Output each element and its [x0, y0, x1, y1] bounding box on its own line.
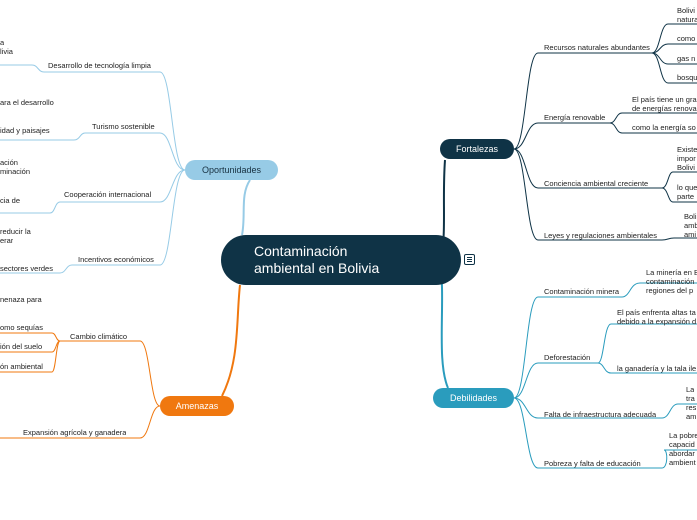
leaf-cambio-3[interactable]: ión del suelo: [0, 342, 43, 351]
subtopic-cooperacion[interactable]: Cooperación internacional: [64, 190, 152, 199]
leaf-pobreza-1c[interactable]: abordar: [669, 449, 695, 458]
central-topic-line-1: Contaminación: [254, 243, 348, 259]
leaf-conciencia-2[interactable]: lo que: [677, 183, 697, 192]
leaf-leyes-1[interactable]: Boli: [684, 212, 697, 221]
leaf-pobreza-1[interactable]: La pobre: [669, 431, 697, 440]
leaf-incentivos-1[interactable]: reducir la: [0, 227, 31, 236]
leaf-energia-1[interactable]: El país tiene un gra: [632, 95, 697, 104]
leaf-incentivos-2[interactable]: sectores verdes: [0, 264, 53, 273]
leaf-recursos-4[interactable]: bosqu: [677, 73, 697, 82]
subtopic-deforestacion[interactable]: Deforestación: [544, 353, 591, 362]
note-icon[interactable]: [464, 254, 475, 265]
leaf-deforestacion-1b[interactable]: debido a la expansión d: [617, 317, 697, 326]
leaf-mineria-1b[interactable]: contaminación: [646, 277, 695, 286]
leaf-energia-2[interactable]: como la energía so: [632, 123, 696, 132]
leaf-mineria-1[interactable]: La minería en B: [646, 268, 697, 277]
leaf-leyes-1c[interactable]: ami: [684, 230, 697, 239]
leaf-conciencia-1c[interactable]: Bolivi: [677, 163, 695, 172]
leaf-cambio-2[interactable]: omo sequías: [0, 323, 43, 332]
subtopic-energia[interactable]: Energía renovable: [544, 113, 606, 122]
subtopic-expansion[interactable]: Expansión agrícola y ganadera: [23, 428, 127, 437]
leaf-pobreza-1d[interactable]: ambient: [669, 458, 696, 467]
leaf-conciencia-1b[interactable]: impor: [677, 154, 696, 163]
subtopic-mineria[interactable]: Contaminación minera: [544, 287, 620, 296]
leaf-turismo-2[interactable]: idad y paisajes: [0, 126, 50, 135]
leaf-cambio-4[interactable]: ón ambiental: [0, 362, 43, 371]
leaf-cooperacion-1b[interactable]: minación: [0, 167, 31, 176]
leaf-tecnologia-1[interactable]: a: [0, 38, 5, 47]
leaf-pobreza-1b[interactable]: capacid: [669, 440, 695, 449]
leaf-conciencia-1[interactable]: Existe: [677, 145, 697, 154]
leaf-recursos-1[interactable]: Bolivi: [677, 6, 695, 15]
subtopic-leyes[interactable]: Leyes y regulaciones ambientales: [544, 231, 657, 240]
leaf-conciencia-2b[interactable]: parte: [677, 192, 695, 201]
leaf-recursos-2[interactable]: como: [677, 34, 696, 43]
leaf-infraestructura-1[interactable]: La: [686, 385, 695, 394]
leaf-infraestructura-1d[interactable]: am: [686, 412, 697, 421]
central-topic-line-2: ambiental en Bolivia: [254, 260, 380, 276]
topic-amenazas[interactable]: Amenazas: [160, 396, 234, 416]
topic-oportunidades[interactable]: Oportunidades: [185, 160, 278, 180]
leaf-recursos-1b[interactable]: natura: [677, 15, 697, 24]
leaf-deforestacion-1[interactable]: El país enfrenta altas ta: [617, 308, 696, 317]
subtopic-conciencia[interactable]: Conciencia ambiental creciente: [544, 179, 649, 188]
leaf-recursos-3[interactable]: gas n: [677, 54, 696, 63]
leaf-incentivos-1b[interactable]: erar: [0, 236, 14, 245]
subtopic-pobreza[interactable]: Pobreza y falta de educación: [544, 459, 641, 468]
leaf-cooperacion-2[interactable]: cia de: [0, 196, 21, 205]
leaf-infraestructura-1c[interactable]: res: [686, 403, 697, 412]
subtopic-infraestructura[interactable]: Falta de infraestructura adecuada: [544, 410, 657, 419]
topic-debilidades[interactable]: Debilidades: [433, 388, 514, 408]
subtopic-incentivos[interactable]: Incentivos económicos: [78, 255, 154, 264]
subtopic-tecnologia[interactable]: Desarrollo de tecnología limpia: [48, 61, 151, 70]
leaf-energia-1b[interactable]: de energías renova: [632, 104, 697, 113]
subtopic-cambio-climatico[interactable]: Cambio climático: [70, 332, 128, 341]
leaf-cambio-1[interactable]: nenaza para: [0, 295, 42, 304]
leaf-cooperacion-1[interactable]: ación: [0, 158, 18, 167]
subtopic-turismo[interactable]: Turismo sostenible: [92, 122, 155, 131]
leaf-tecnologia-1b[interactable]: livia: [0, 47, 13, 56]
leaf-leyes-1b[interactable]: amb: [684, 221, 697, 230]
leaf-deforestacion-2[interactable]: la ganadería y la tala ile: [617, 364, 697, 373]
leaf-turismo-1[interactable]: ara el desarrollo: [0, 98, 54, 107]
central-topic[interactable]: Contaminación ambiental en Bolivia: [221, 235, 461, 285]
topic-fortalezas[interactable]: Fortalezas: [440, 139, 514, 159]
leaf-infraestructura-1b[interactable]: tra: [686, 394, 695, 403]
subtopic-recursos[interactable]: Recursos naturales abundantes: [544, 43, 650, 52]
leaf-mineria-1c[interactable]: regiones del p: [646, 286, 694, 295]
